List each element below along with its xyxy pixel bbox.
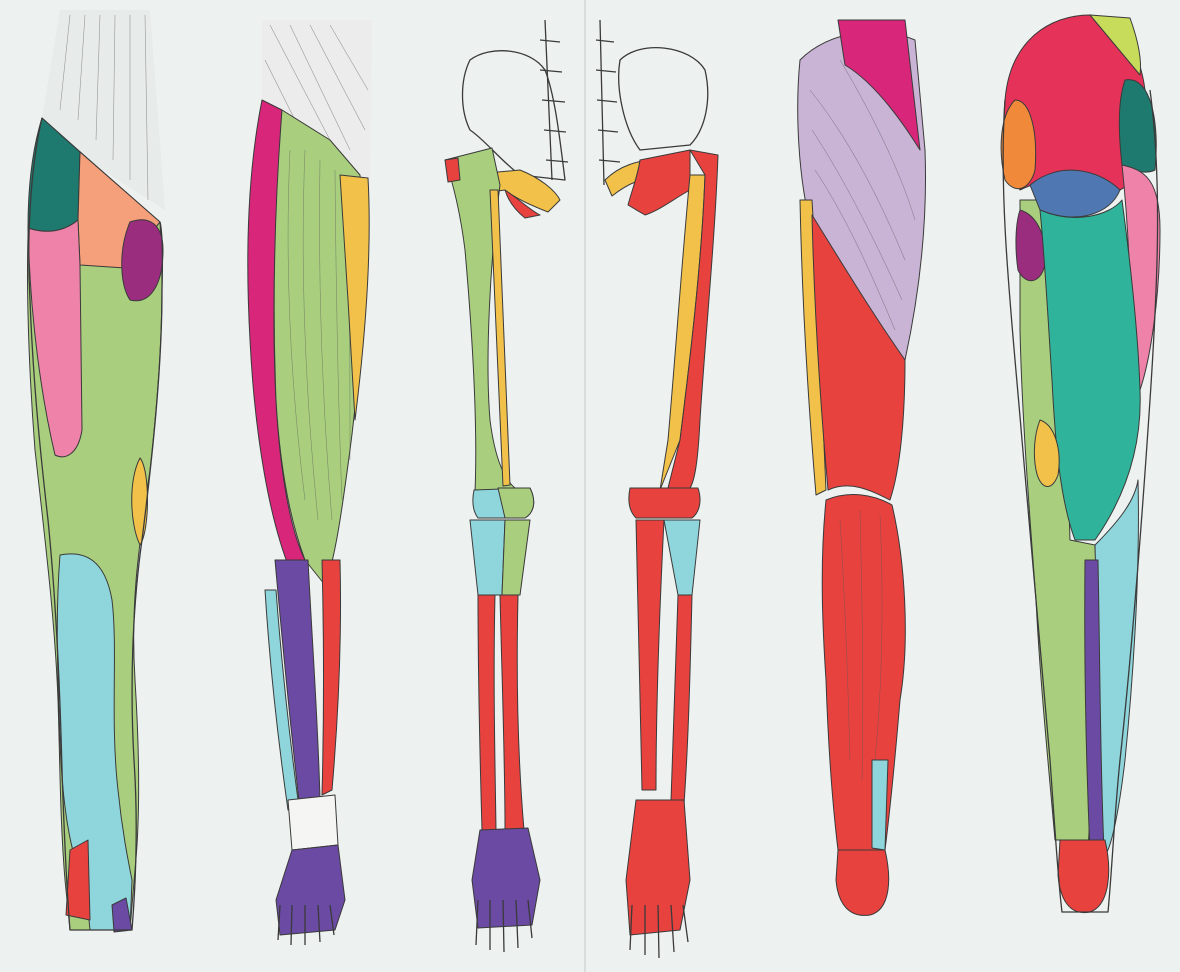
region-red-toe [66, 840, 90, 920]
knee-posterior-red [629, 488, 700, 518]
ankle-retinaculum [288, 795, 338, 850]
muscle-cyan-ankle [872, 760, 888, 850]
femur-red-tip [445, 158, 460, 182]
tibia-red [478, 595, 496, 830]
heel-red [836, 850, 889, 915]
region-red-heel-posterior [1058, 840, 1109, 913]
